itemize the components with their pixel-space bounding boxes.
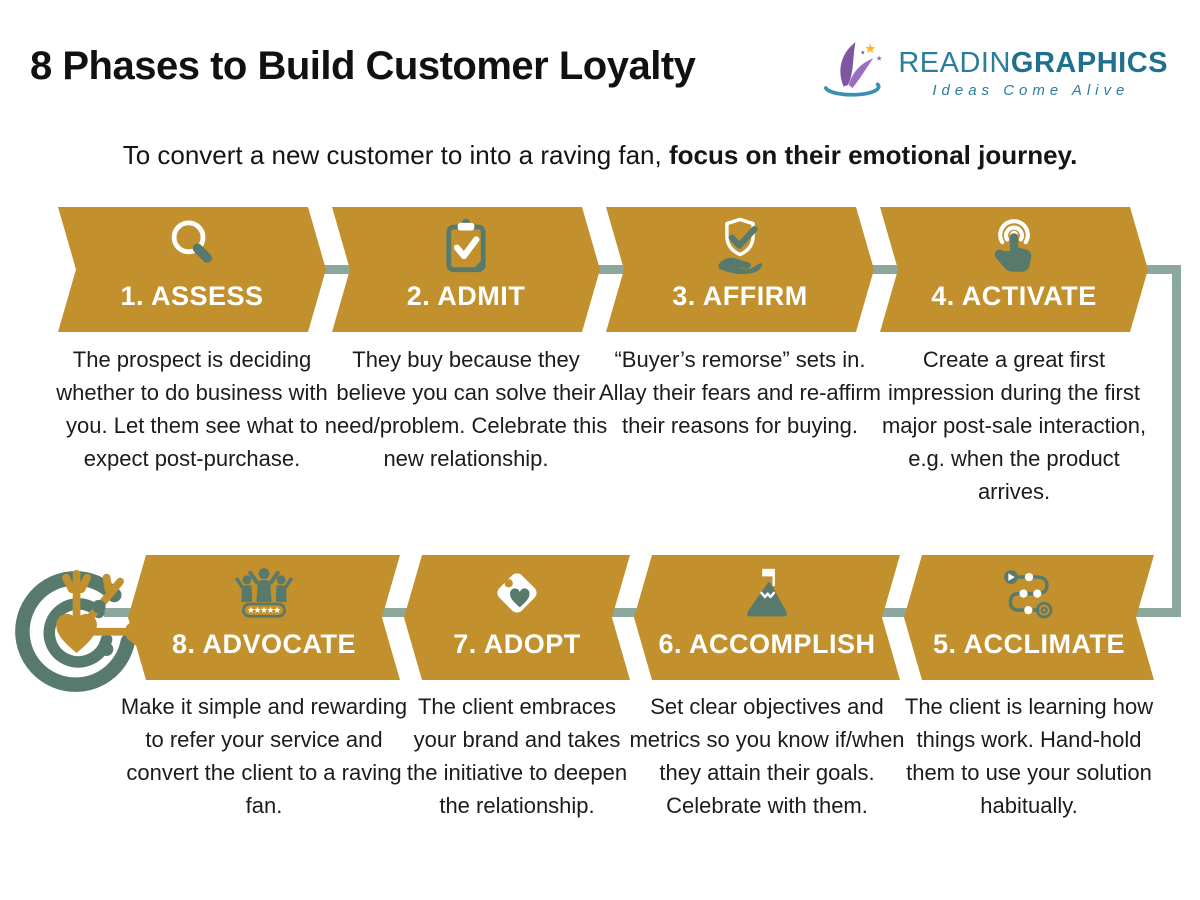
phase-label: 2. ADMIT [406,281,526,311]
phase-description-7-adopt: The client embraces your brand and takes… [406,694,628,818]
phase-banner-5-acclimate: 5. ACCLIMATE [904,555,1154,680]
brand-logo: READINGRAPHICS Ideas Come Alive [814,34,1168,113]
phase-banner-8-advocate: 8. ADVOCATE [128,555,400,680]
book-logo-icon [814,34,888,113]
subtitle-regular: To convert a new customer to into a ravi… [122,140,669,170]
phase-banner-4-activate: 4. ACTIVATE [880,207,1148,332]
phase-description-6-accomplish: Set clear objectives and metrics so you … [629,694,905,818]
phase-description-8-advocate: Make it simple and rewarding to refer yo… [120,694,408,818]
mountain-flag-icon [736,563,798,627]
phase-label: 8. ADVOCATE [171,629,357,659]
phase-label: 3. AFFIRM [672,281,808,311]
phase-banner-1-assess: 1. ASSESS [58,207,326,332]
target-darts-icon [6,550,151,700]
brand-tagline: Ideas Come Alive [932,82,1130,100]
phase-banner-7-adopt: 7. ADOPT [404,555,630,680]
page-title: 8 Phases to Build Customer Loyalty [30,44,696,88]
phase-label: 5. ACCLIMATE [933,629,1125,659]
phase-description-5-acclimate: The client is learning how things work. … [904,694,1154,818]
subtitle-bold: focus on their emotional journey. [668,140,1078,170]
phase-label: 1. ASSESS [120,281,264,311]
shield-check-hand-icon [709,215,771,279]
connector-line-right [1172,265,1181,617]
brand-logo-text: READINGRAPHICS Ideas Come Alive [898,46,1168,100]
phase-description-2-admit: They buy because they believe you can so… [324,347,608,471]
phase-label: 6. ACCOMPLISH [658,629,876,659]
subtitle: To convert a new customer to into a ravi… [0,140,1200,171]
phase-description-3-affirm: “Buyer’s remorse” sets in. Allay their f… [598,347,882,438]
clipboard-check-icon [435,215,497,279]
phase-description-1-assess: The prospect is deciding whether to do b… [56,347,328,471]
tag-heart-icon [486,563,548,627]
brand-name: READINGRAPHICS [898,46,1168,79]
phase-banner-6-accomplish: 6. ACCOMPLISH [634,555,900,680]
phase-banner-2-admit: 2. ADMIT [332,207,600,332]
tap-icon [983,215,1045,279]
phase-label: 7. ADOPT [453,629,581,659]
phase-banner-3-affirm: 3. AFFIRM [606,207,874,332]
magnifier-icon [161,215,223,279]
fans-stars-icon [233,563,295,627]
phase-description-4-activate: Create a great first impression during t… [881,347,1147,504]
journey-path-icon [998,563,1060,627]
phase-label: 4. ACTIVATE [931,281,1097,311]
